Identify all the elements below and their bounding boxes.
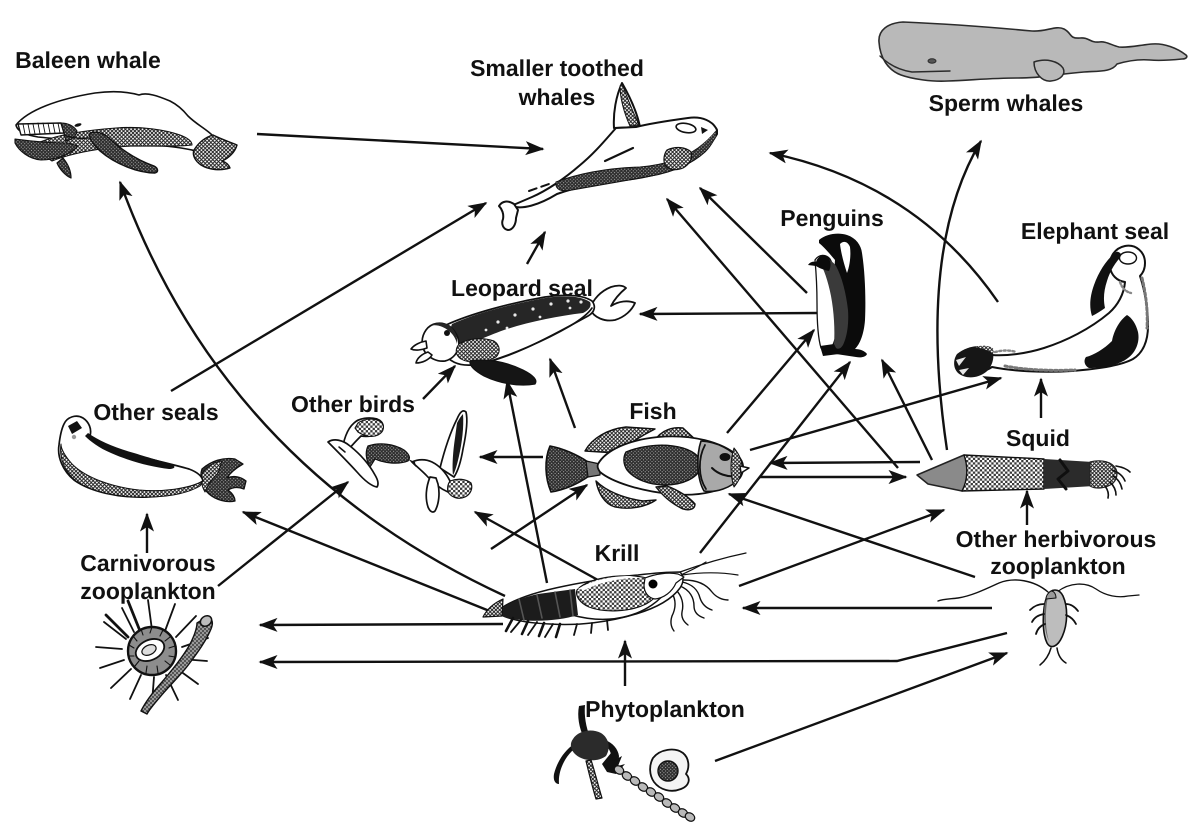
svg-text:whales: whales [518, 84, 596, 110]
svg-text:Smaller toothed: Smaller toothed [470, 55, 644, 81]
svg-text:Fish: Fish [629, 398, 676, 424]
svg-text:Elephant seal: Elephant seal [1021, 218, 1169, 244]
svg-text:Carnivorous: Carnivorous [80, 550, 215, 576]
svg-text:Phytoplankton: Phytoplankton [585, 696, 745, 722]
svg-text:Squid: Squid [1006, 425, 1070, 451]
svg-text:zooplankton: zooplankton [990, 553, 1125, 579]
svg-text:Sperm whales: Sperm whales [929, 90, 1084, 116]
svg-text:Penguins: Penguins [780, 205, 884, 231]
svg-text:Other birds: Other birds [291, 391, 415, 417]
svg-text:Baleen whale: Baleen whale [15, 47, 161, 73]
svg-text:Other herbivorous: Other herbivorous [956, 526, 1157, 552]
svg-text:Other seals: Other seals [93, 399, 218, 425]
svg-text:Krill: Krill [595, 540, 640, 566]
